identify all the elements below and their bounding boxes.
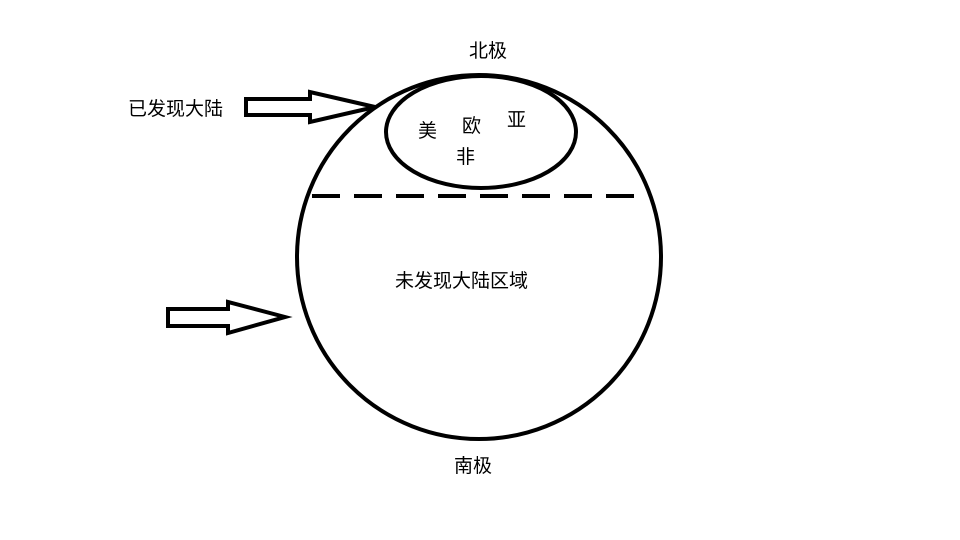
continent-asia: 亚 bbox=[507, 109, 526, 131]
undiscovered-label: 未发现大陆区域 bbox=[395, 270, 528, 292]
north-pole-label: 北极 bbox=[469, 40, 507, 62]
discovered-region-ellipse bbox=[384, 74, 578, 190]
south-pole-label: 南极 bbox=[454, 455, 492, 477]
continent-america: 美 bbox=[418, 120, 437, 142]
discovered-label: 已发现大陆 bbox=[128, 98, 223, 120]
continent-africa: 非 bbox=[456, 146, 475, 168]
discovered-arrow bbox=[244, 89, 376, 125]
continent-europe: 欧 bbox=[462, 115, 481, 137]
undiscovered-arrow bbox=[166, 299, 293, 336]
